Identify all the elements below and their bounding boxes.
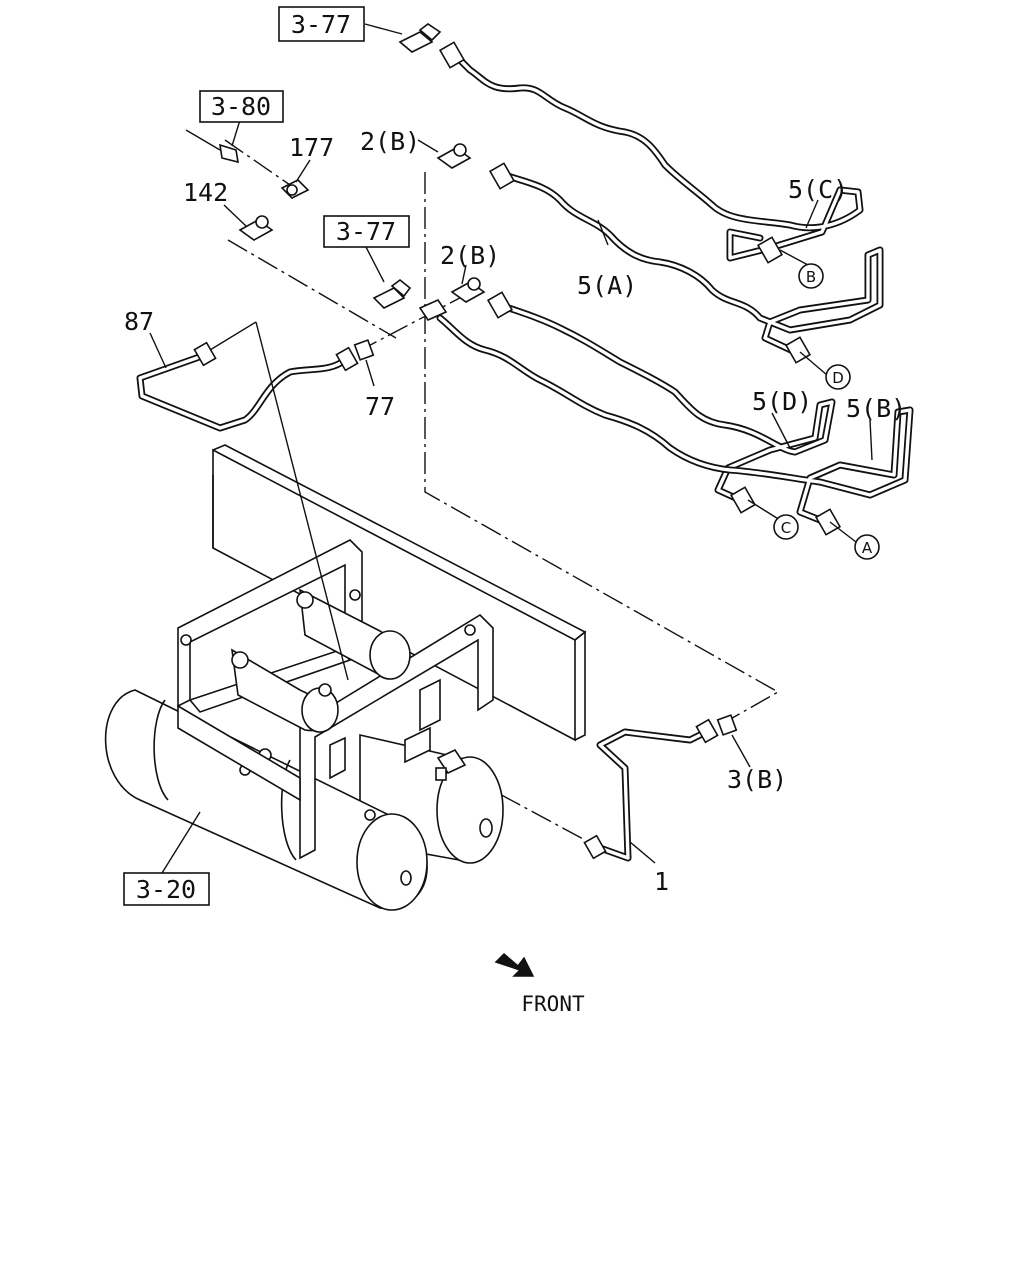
callout-5c: 5(C) — [788, 175, 848, 204]
connection-markers: B D C A — [773, 263, 880, 560]
svg-text:B: B — [806, 268, 816, 286]
tank-bracket — [177, 539, 494, 860]
callout-2b-top: 2(B) — [360, 127, 420, 156]
connection-marker-a: A — [854, 534, 880, 560]
callout-77: 77 — [365, 392, 395, 421]
part-reference-3-20-label: 3-20 — [136, 875, 196, 904]
callout-5d: 5(D) — [752, 387, 812, 416]
callout-2b-mid: 2(B) — [440, 241, 500, 270]
svg-text:A: A — [862, 539, 873, 557]
front-arrow-icon — [494, 952, 535, 977]
frame-crossmember — [212, 444, 587, 742]
part-reference-3-77-mid: 3-77 — [323, 215, 410, 248]
callout-5a: 5(A) — [577, 271, 637, 300]
part-reference-3-80: 3-80 — [199, 90, 284, 123]
part-reference-3-20: 3-20 — [123, 872, 210, 906]
svg-text:D: D — [832, 369, 844, 387]
air-pipes — [136, 51, 914, 862]
callout-1: 1 — [654, 867, 669, 896]
part-reference-3-77-mid-label: 3-77 — [336, 217, 396, 246]
callout-177: 177 — [289, 133, 334, 162]
callout-labels: 177 142 2(B) 2(B) 5(C) 5(A) 87 77 5(D) 5… — [124, 127, 906, 896]
callout-3b: 3(B) — [727, 765, 787, 794]
front-direction: FRONT — [494, 952, 585, 1016]
callout-5b: 5(B) — [846, 394, 906, 423]
part-reference-3-77-top-label: 3-77 — [291, 10, 351, 39]
front-label: FRONT — [521, 992, 585, 1016]
part-reference-3-77-top: 3-77 — [278, 6, 365, 42]
air-tank-assembly — [104, 689, 504, 911]
svg-text:C: C — [781, 519, 791, 537]
connection-marker-b: B — [798, 263, 824, 289]
leader-lines — [149, 23, 873, 874]
callout-87: 87 — [124, 307, 154, 336]
part-reference-3-80-label: 3-80 — [211, 92, 271, 121]
connection-marker-c: C — [773, 514, 799, 540]
fittings — [185, 23, 842, 860]
connection-marker-d: D — [825, 364, 851, 390]
callout-142: 142 — [183, 178, 228, 207]
